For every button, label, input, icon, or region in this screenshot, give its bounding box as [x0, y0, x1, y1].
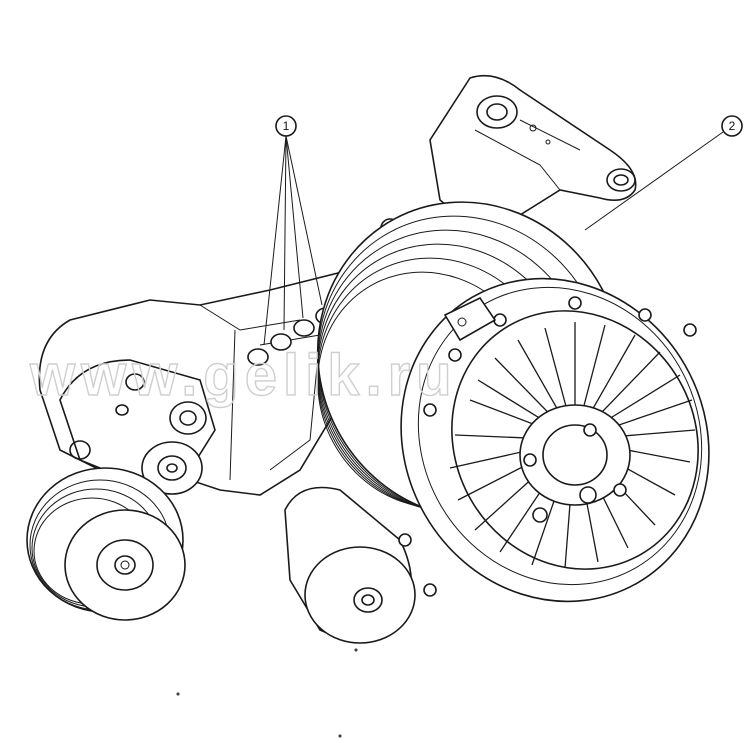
- flange-hole: [448, 348, 462, 362]
- watermark-text: www.gelik.ru: [29, 343, 458, 408]
- lower-pulley: [284, 486, 416, 644]
- flange-hole: [423, 583, 437, 597]
- callout-2: 2: [584, 115, 743, 231]
- callout-1-label: 1: [283, 119, 290, 133]
- flange-hole: [638, 308, 652, 322]
- flange-hole: [398, 533, 412, 547]
- callout-2-circle: [721, 115, 743, 137]
- bolt-head: [293, 319, 315, 337]
- callout-1: 1: [263, 115, 323, 346]
- grooved-idler-pulley: [26, 467, 186, 621]
- bolt-head: [270, 333, 292, 351]
- flange-hole: [568, 296, 582, 310]
- viscous-fan-clutch: [398, 277, 710, 603]
- callout-2-label: 2: [729, 119, 736, 133]
- idler-pulley-small: [141, 441, 203, 495]
- flange-hole: [423, 403, 437, 417]
- upper-mounting-bracket: [429, 74, 637, 226]
- tensioner-gear: [169, 401, 207, 435]
- bolt-head: [247, 348, 269, 366]
- flange-hole: [683, 323, 697, 337]
- belt-tensioner-assembly: [59, 359, 216, 495]
